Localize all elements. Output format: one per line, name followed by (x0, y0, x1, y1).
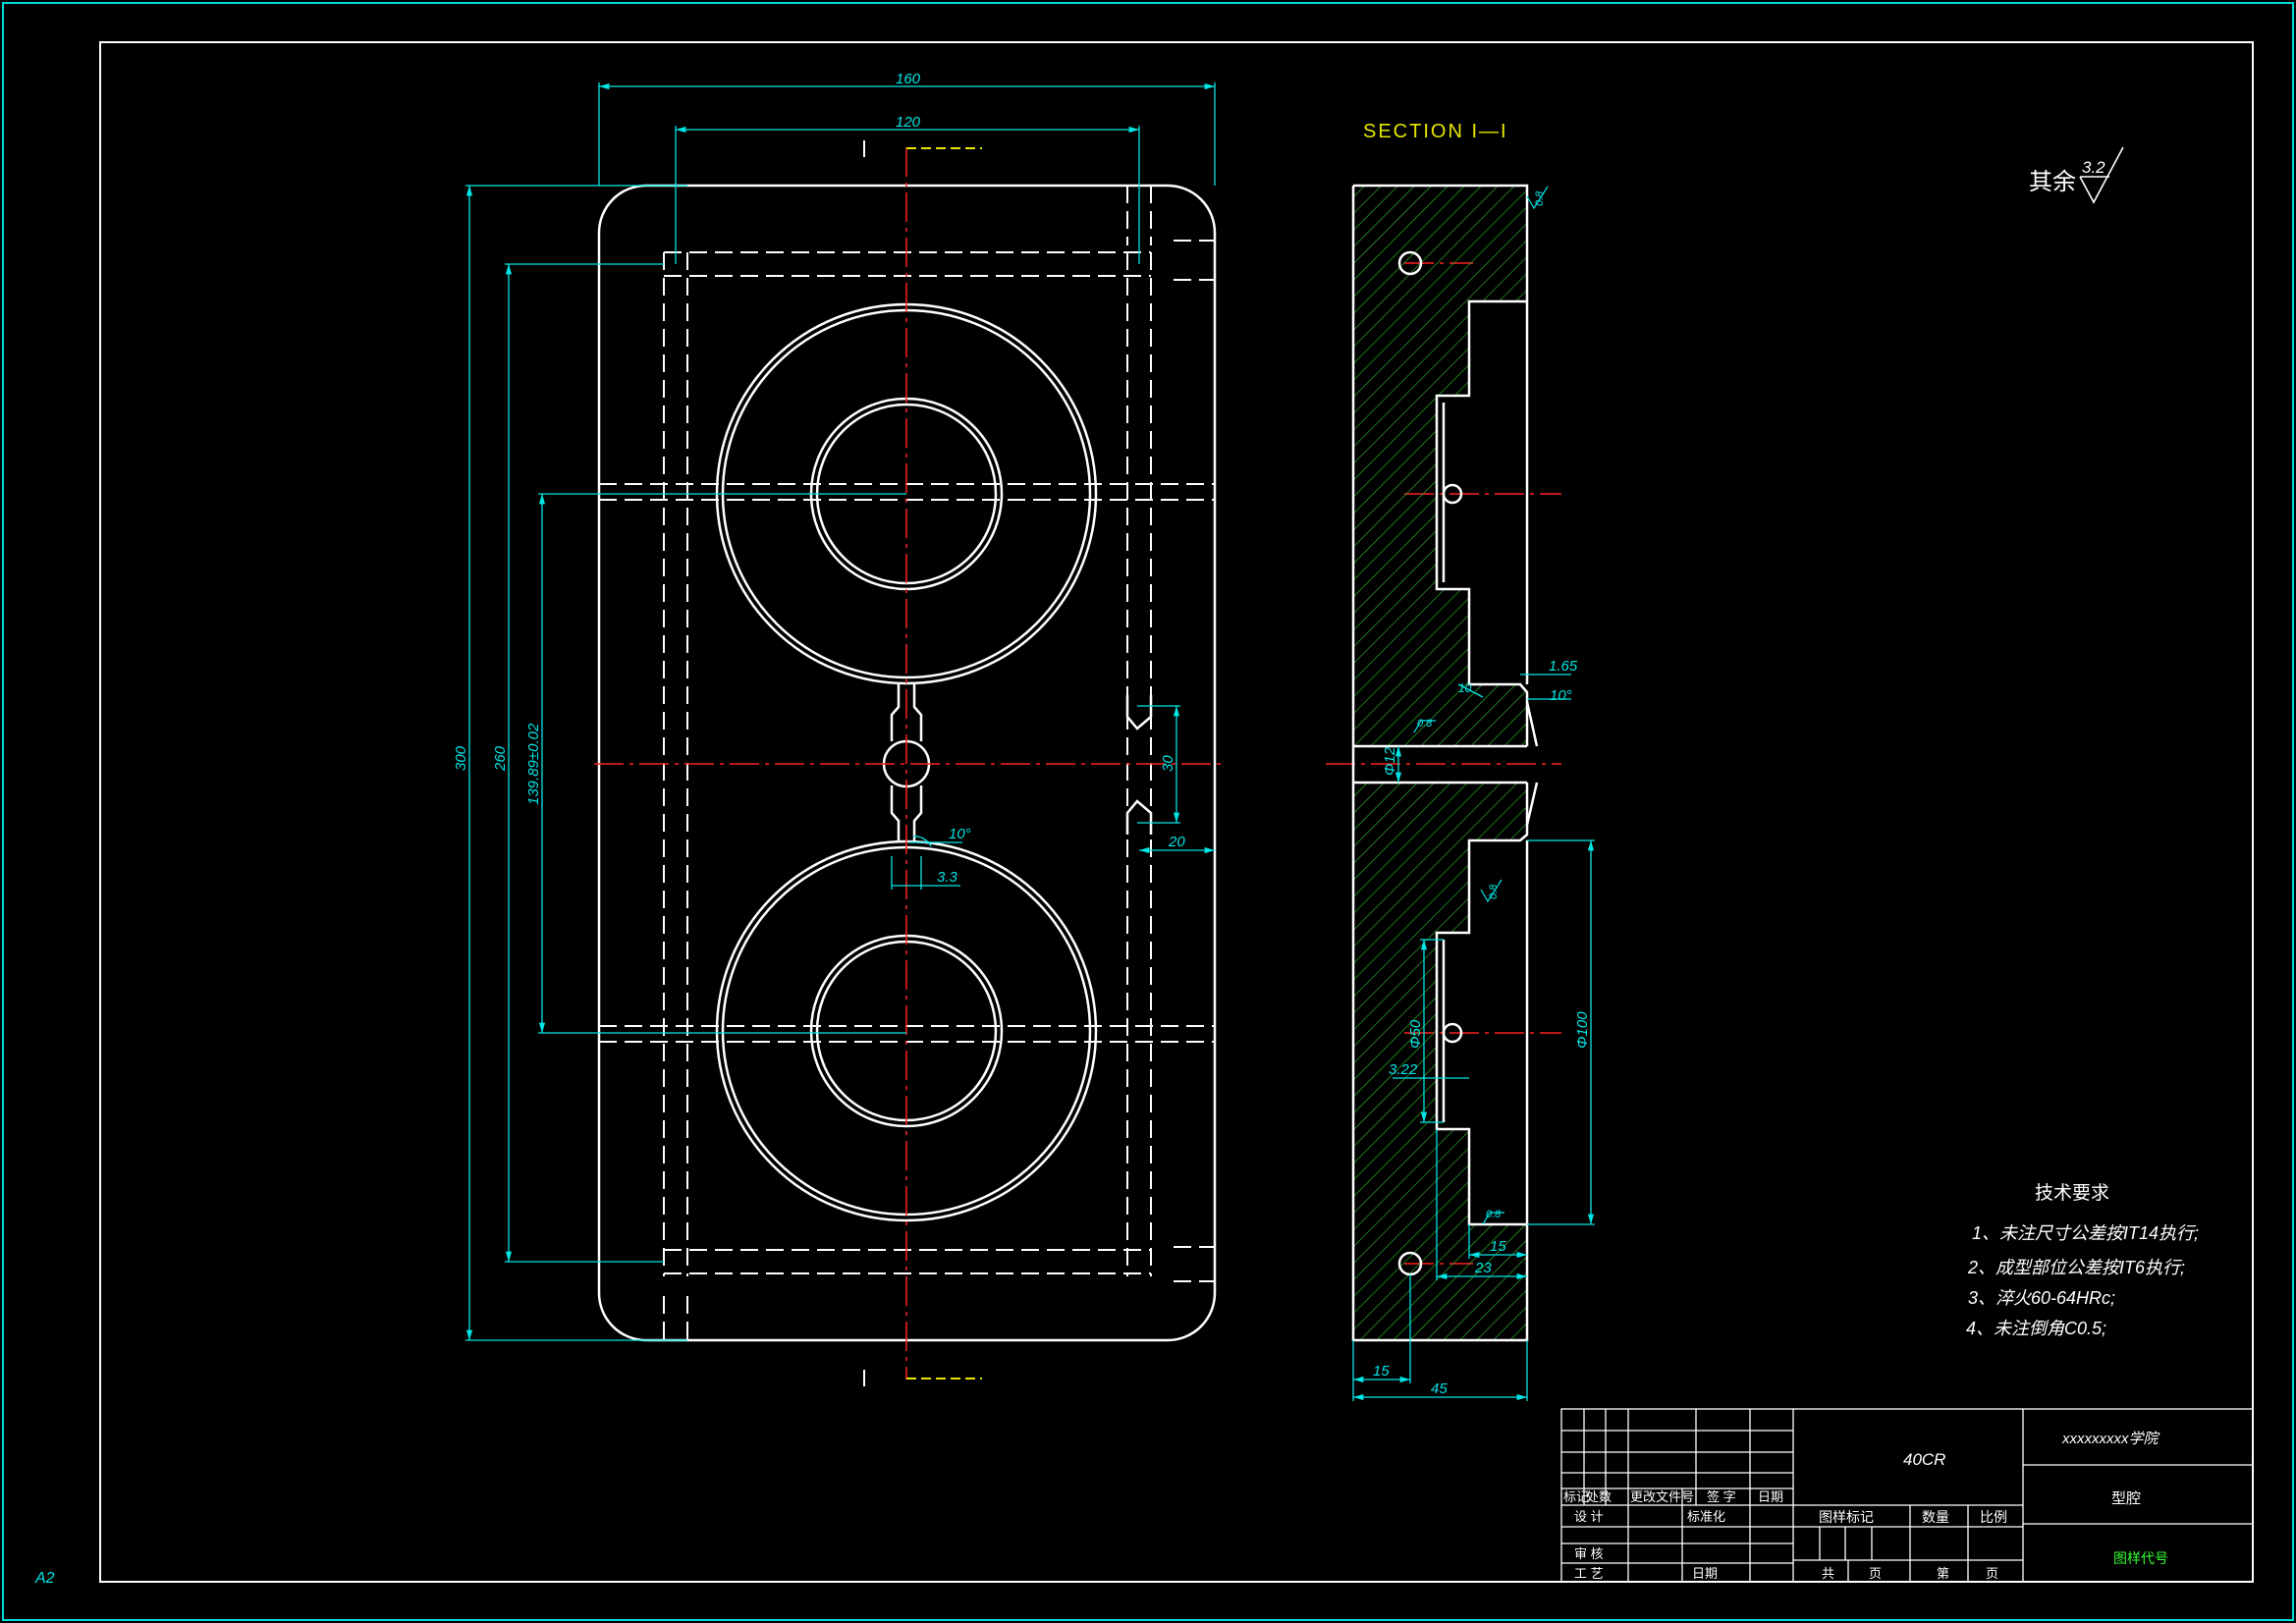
dim-overall-width: 160 (896, 71, 921, 87)
rev-header-date: 日期 (1758, 1489, 1783, 1504)
drawing-frame (99, 41, 2254, 1583)
roughness-mark-3: 0.8 (1488, 884, 1500, 899)
cavities (715, 302, 1153, 1222)
roughness-prefix: 其余 (2029, 169, 2076, 195)
dim-sprue-dia: Φ12 (1382, 746, 1398, 776)
cut-marks (863, 140, 982, 1386)
dim-runner-width: 3.3 (937, 869, 958, 886)
cooling-hole-top (1397, 250, 1423, 276)
stage-mark: 图样标记 (1819, 1509, 1874, 1525)
dim-gate-spacing: 30 (1160, 755, 1176, 772)
dim-bore-depth: 3.22 (1389, 1061, 1418, 1078)
role-design: 设 计 (1574, 1509, 1604, 1524)
dim-cavity-dia: Φ100 (1574, 1011, 1591, 1049)
dim-cavity-depth: 15 (1490, 1238, 1506, 1255)
roughness-mark-4: 0.8 (1486, 1209, 1502, 1220)
dim-gate-offset: 20 (1168, 834, 1185, 850)
dim-chamfer-note: 10 (1458, 681, 1472, 695)
dim-inner-width: 120 (896, 114, 921, 131)
tech-item-2: 2、成型部位公差按IT6执行; (1967, 1258, 2185, 1277)
stage-qty: 数量 (1922, 1509, 1949, 1525)
drawing-code: 图样代号 (2113, 1550, 2168, 1566)
school-name: xxxxxxxxx学院 (2061, 1431, 2160, 1447)
tech-title: 技术要求 (2035, 1182, 2109, 1204)
cooling-hole-lower (1442, 1022, 1463, 1044)
cooling-hole-upper (1442, 483, 1463, 505)
dim-thickness: 45 (1431, 1380, 1448, 1397)
section-view: SECTION I—I (1351, 121, 1595, 1401)
rev-header-file: 更改文件号 (1630, 1489, 1694, 1504)
role-process: 工 艺 (1574, 1566, 1604, 1581)
material: 40CR (1903, 1450, 1945, 1469)
sheet-index-unit: 页 (1986, 1566, 1998, 1581)
dim-inner-height: 260 (492, 745, 509, 772)
front-dimension-lines (465, 82, 1216, 1341)
roughness-mark-2: 0.8 (1417, 718, 1433, 730)
dim-center-distance: 139.89±0.02 (525, 723, 542, 805)
technical-requirements: 技术要求 1、未注尺寸公差按IT14执行; 2、成型部位公差按IT6执行; 3、… (1966, 1182, 2199, 1338)
role-date: 日期 (1692, 1566, 1718, 1581)
roughness-mark-1: 0.8 (1534, 190, 1546, 206)
sheet-size-label: A2 (34, 1570, 55, 1587)
roughness-marks (1413, 186, 1549, 1225)
role-review: 审 核 (1574, 1546, 1604, 1561)
tech-item-1: 1、未注尺寸公差按IT14执行; (1972, 1223, 2199, 1243)
dim-runner-angle: 10° (949, 826, 971, 842)
sheet-total: 共 (1822, 1566, 1834, 1581)
title-block (1560, 1408, 2254, 1583)
role-standard: 标准化 (1687, 1509, 1725, 1524)
title-block-text: 标记 处数 更改文件号 签 字 日期 设 计 标准化 审 核 工 艺 日期 40… (1563, 1431, 2168, 1581)
section-title: SECTION I—I (1363, 121, 1508, 142)
rev-header-mark: 标记 (1563, 1489, 1589, 1504)
dim-hole-offset: 15 (1373, 1363, 1390, 1380)
dim-step-depth: 1.65 (1549, 658, 1578, 675)
sheet-index: 第 (1937, 1566, 1949, 1581)
stage-scale: 比例 (1980, 1509, 2007, 1525)
rev-header-sign: 签 字 (1707, 1489, 1736, 1504)
rev-header-count: 处数 (1586, 1489, 1612, 1504)
dim-bore-dia: Φ50 (1407, 1019, 1424, 1049)
tech-item-3: 3、淬火60-64HRc; (1968, 1288, 2115, 1308)
sheet-total-unit: 页 (1869, 1566, 1882, 1581)
section-hatch (1353, 186, 1527, 1340)
part-name: 型腔 (2111, 1490, 2141, 1507)
general-roughness: 其余 3.2 (2029, 146, 2124, 204)
dim-overall-height: 300 (453, 745, 469, 771)
section-dimension-lines (1352, 674, 1595, 1401)
front-view: 160 120 300 260 139.89±0.02 30 20 10° 3.… (453, 71, 1561, 1386)
dim-cone-angle: 10° (1550, 687, 1572, 704)
dim-pocket-depth: 23 (1474, 1260, 1492, 1276)
roughness-value: 3.2 (2082, 158, 2105, 177)
tech-item-4: 4、未注倒角C0.5; (1966, 1319, 2106, 1338)
